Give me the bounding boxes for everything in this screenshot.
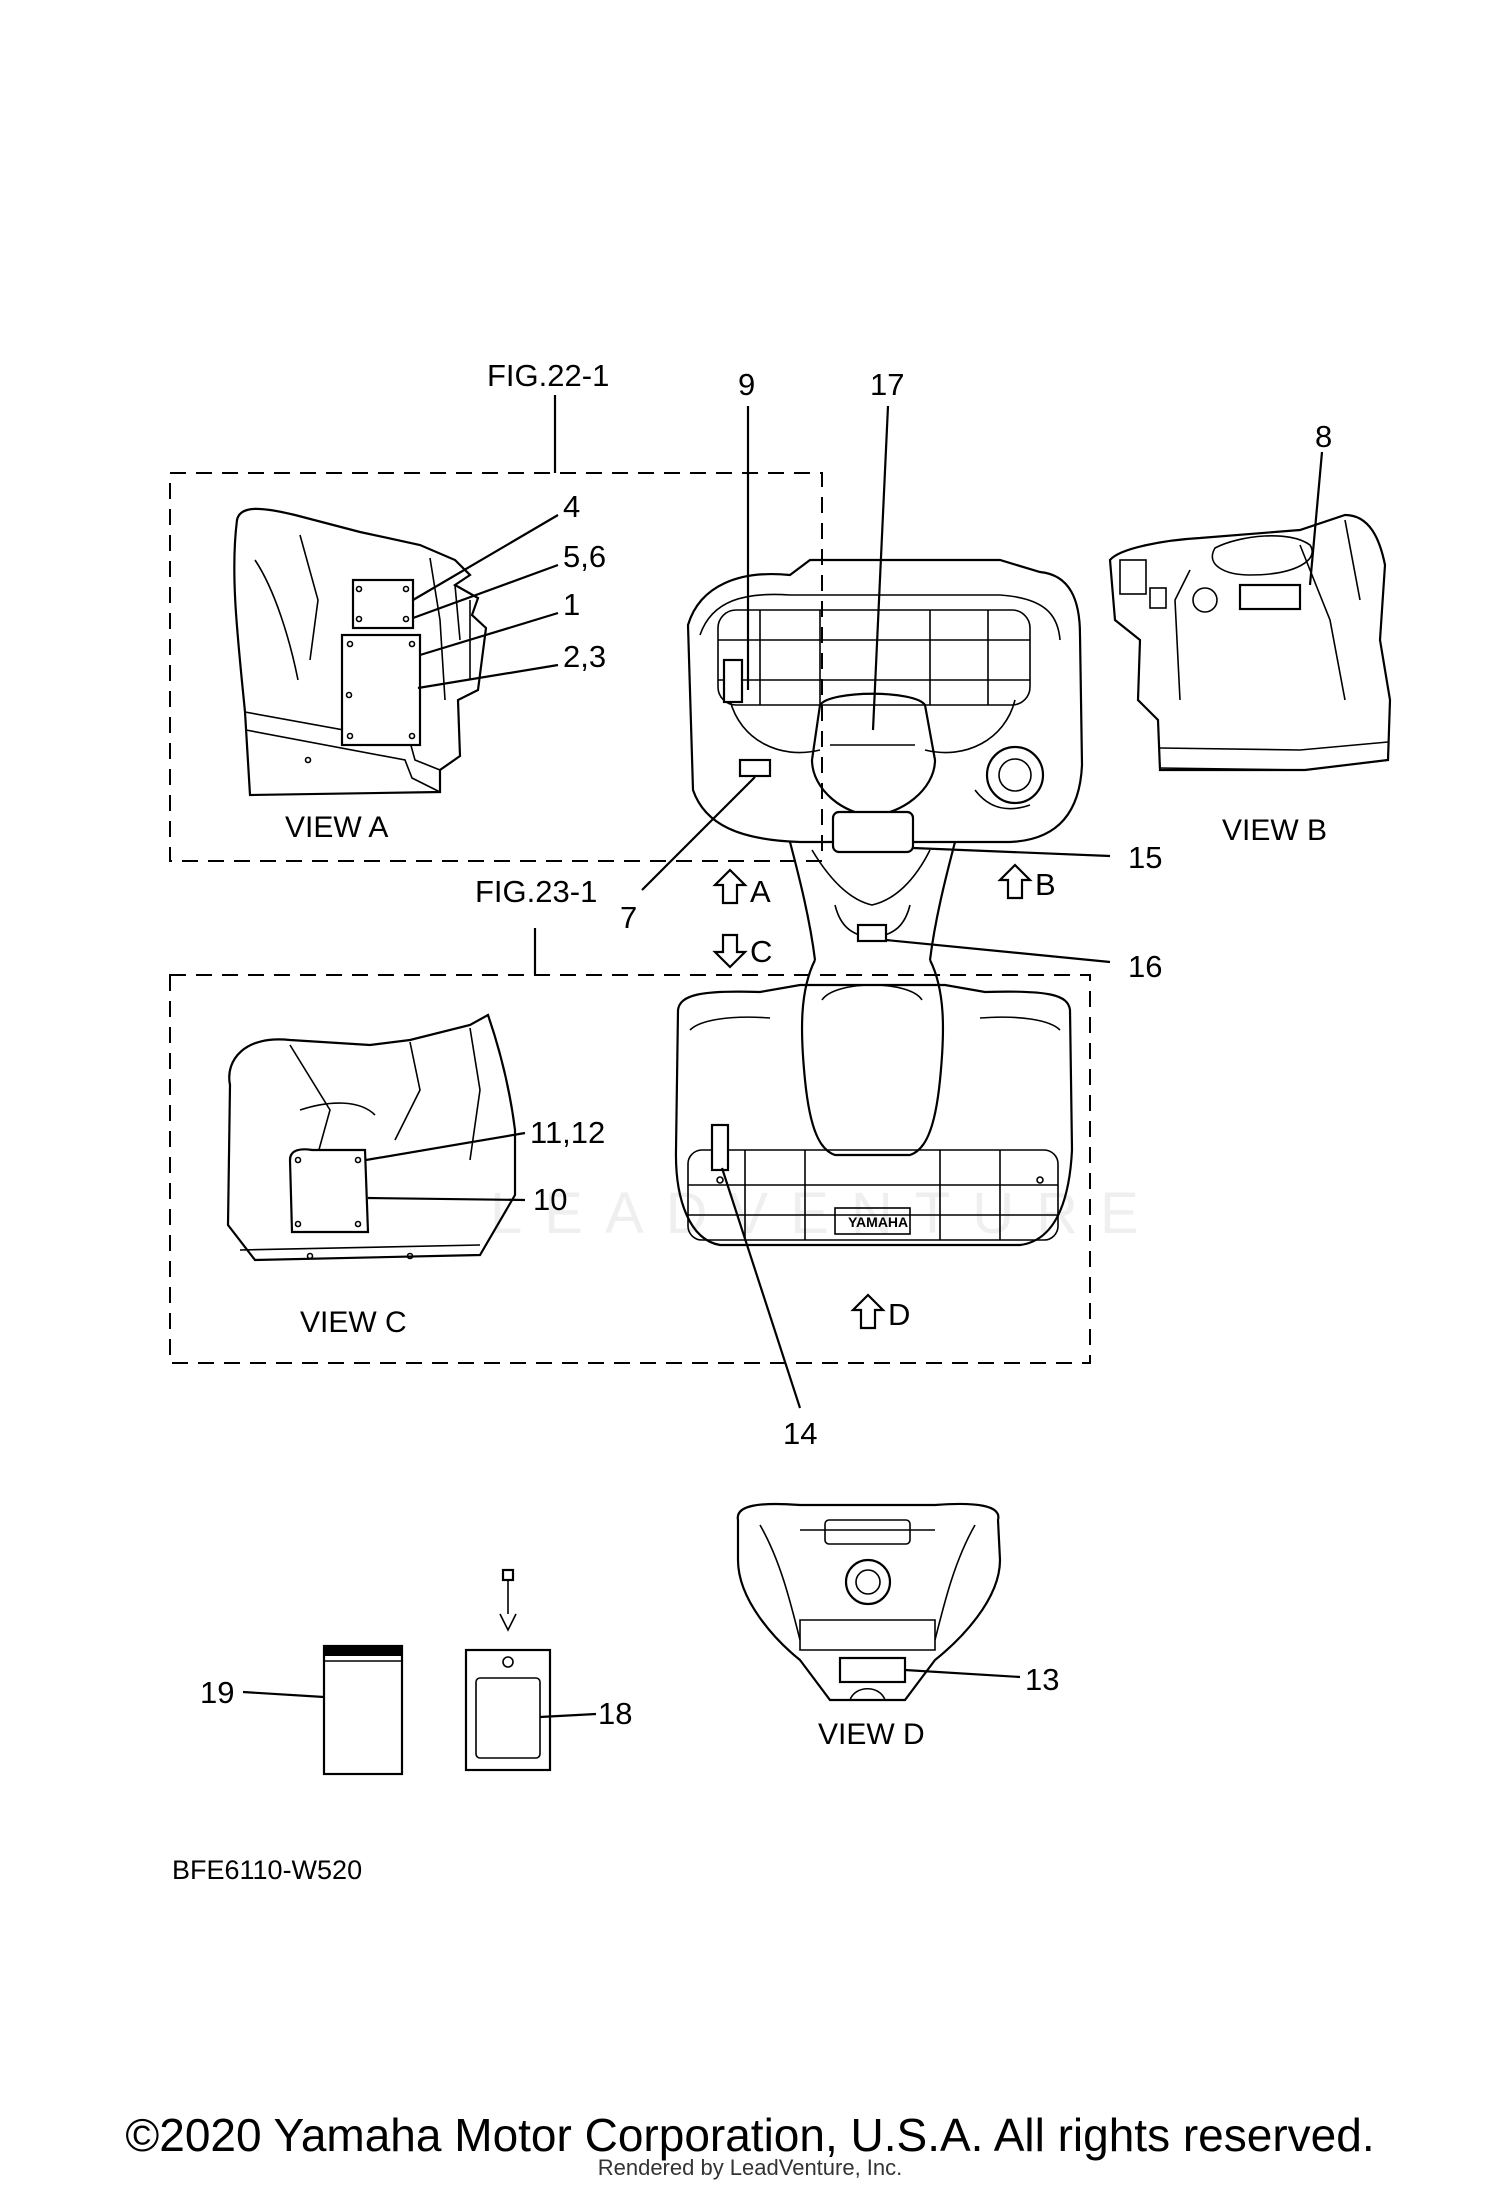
view-a-arrow[interactable]: A: [712, 868, 771, 909]
callout-17[interactable]: 17: [870, 367, 904, 402]
view-a-fender: [233, 507, 488, 797]
decal-9: [722, 658, 744, 704]
decal-15: [831, 810, 915, 854]
callout-15[interactable]: 15: [1128, 840, 1162, 875]
callout-13[interactable]: 13: [1025, 1662, 1059, 1697]
fig-23-1-group: FIG.23-1: [169, 874, 1091, 1364]
atv-top-view: YAMAHA: [674, 558, 1084, 1247]
callout-10[interactable]: 10: [533, 1182, 567, 1217]
callout-9[interactable]: 9: [738, 367, 755, 402]
view-c-label: VIEW C: [300, 1306, 407, 1339]
view-b-arrow[interactable]: B: [997, 863, 1056, 902]
view-a-boundary: [169, 472, 823, 862]
view-b-label: VIEW B: [1222, 814, 1327, 847]
view-d-label: VIEW D: [818, 1718, 925, 1751]
decal-10: [288, 1148, 370, 1234]
view-d-front: [736, 1502, 1002, 1702]
callout-5-6[interactable]: 5,6: [563, 539, 606, 574]
view-b-arrow-letter: B: [1035, 867, 1056, 902]
callout-11-12[interactable]: 11,12: [530, 1115, 605, 1150]
view-a-label: VIEW A: [285, 811, 388, 844]
callout-14[interactable]: 14: [783, 1416, 817, 1451]
fig-23-1-label[interactable]: FIG.23-1: [475, 874, 597, 909]
decal-14: [710, 1123, 730, 1172]
view-c-fender: [226, 1013, 517, 1262]
decal-1: [340, 633, 422, 747]
view-a-arrow-letter: A: [750, 874, 771, 909]
fig-22-1-label[interactable]: FIG.22-1: [487, 358, 609, 393]
callout-19[interactable]: 19: [200, 1675, 234, 1710]
decal-13: [838, 1656, 907, 1684]
callout-2-3[interactable]: 2,3: [563, 639, 606, 674]
item-19-manual: [322, 1644, 404, 1776]
brand-mark-text: YAMAHA: [848, 1214, 908, 1230]
view-c-arrow[interactable]: C: [712, 933, 772, 969]
callout-8[interactable]: 8: [1315, 419, 1332, 454]
decal-16: [856, 923, 888, 943]
view-b-fender: [1108, 513, 1392, 772]
callout-7[interactable]: 7: [620, 900, 637, 935]
item-18-tag: [464, 1568, 552, 1772]
rendered-by-notice: Rendered by LeadVenture, Inc.: [597, 2155, 903, 2180]
watermark-text: LEADVENTURE: [490, 1181, 1161, 1246]
diagram-code: BFE6110-W520: [172, 1855, 363, 1885]
decal-7: [738, 758, 772, 778]
view-c-boundary: [169, 974, 1091, 1364]
fig-22-1-group: FIG.22-1: [169, 358, 823, 862]
callout-1[interactable]: 1: [563, 587, 580, 622]
copyright-notice: ©2020 Yamaha Motor Corporation, U.S.A. A…: [125, 2109, 1375, 2161]
callout-18[interactable]: 18: [598, 1696, 632, 1731]
callout-16[interactable]: 16: [1128, 949, 1162, 984]
view-d-arrow[interactable]: D: [850, 1293, 910, 1332]
view-c-arrow-letter: C: [750, 934, 772, 969]
view-d-arrow-letter: D: [888, 1297, 910, 1332]
callout-4[interactable]: 4: [563, 489, 580, 524]
decal-8: [1238, 583, 1302, 611]
